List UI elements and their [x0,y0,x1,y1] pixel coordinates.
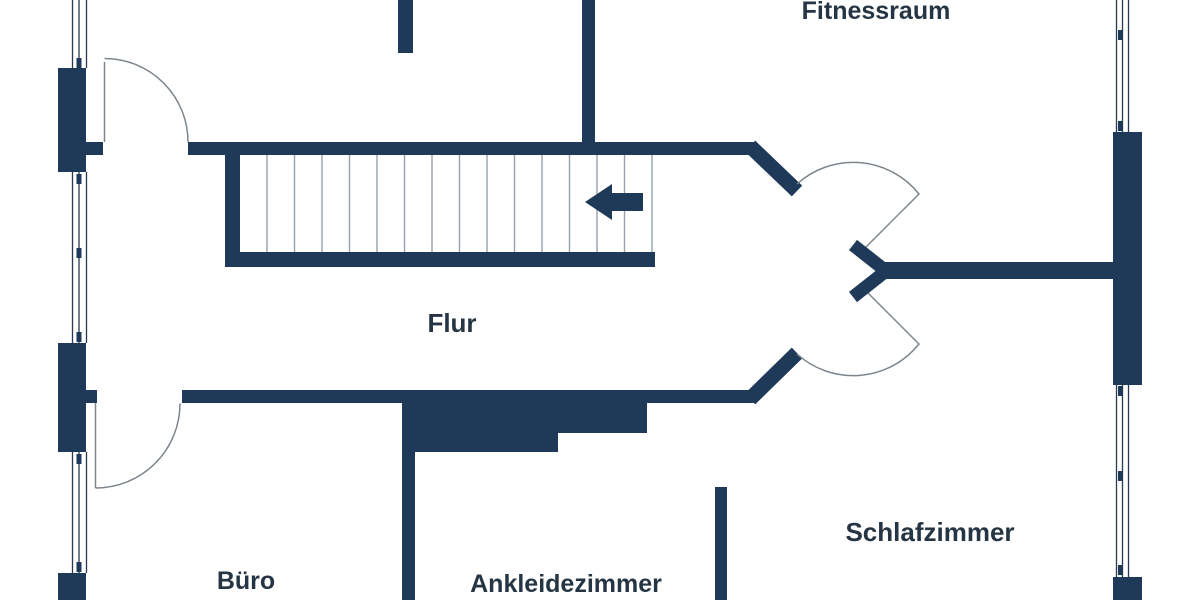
wall-fitnessraum-left [582,0,595,142]
room-label-flur: Flur [427,308,476,338]
wall-diagonal-bottom [744,347,803,405]
double-door-east [796,161,921,377]
window-left-bottom [71,452,88,573]
staircase [225,155,655,267]
door-upper-left [103,57,189,143]
room-label-fitnessraum: Fitnessraum [802,0,951,25]
wall-buero-ankleide [402,396,415,600]
exterior-wall-left [58,68,103,600]
window-left-top [71,0,88,68]
hall-bottom-wall [182,390,757,403]
wall-ankleide-schlaf [715,487,727,600]
window-left-middle [71,172,88,343]
room-label-buero: Büro [217,567,275,595]
window-right-bottom [1115,385,1130,577]
wall-diagonal-top [744,140,803,197]
exterior-wall-right [1113,132,1142,600]
stair-direction-arrow-icon [585,184,643,220]
hall-top-wall [188,142,757,155]
door-buero [94,403,181,489]
chimney-block [415,403,647,452]
room-label-schlafzimmer: Schlafzimmer [845,517,1014,547]
room-label-ankleidezimmer: Ankleidezimmer [470,570,662,598]
wall-bedroom-top [884,262,1142,279]
wall-top-middle-stub [398,0,413,53]
window-right-top [1115,0,1130,132]
